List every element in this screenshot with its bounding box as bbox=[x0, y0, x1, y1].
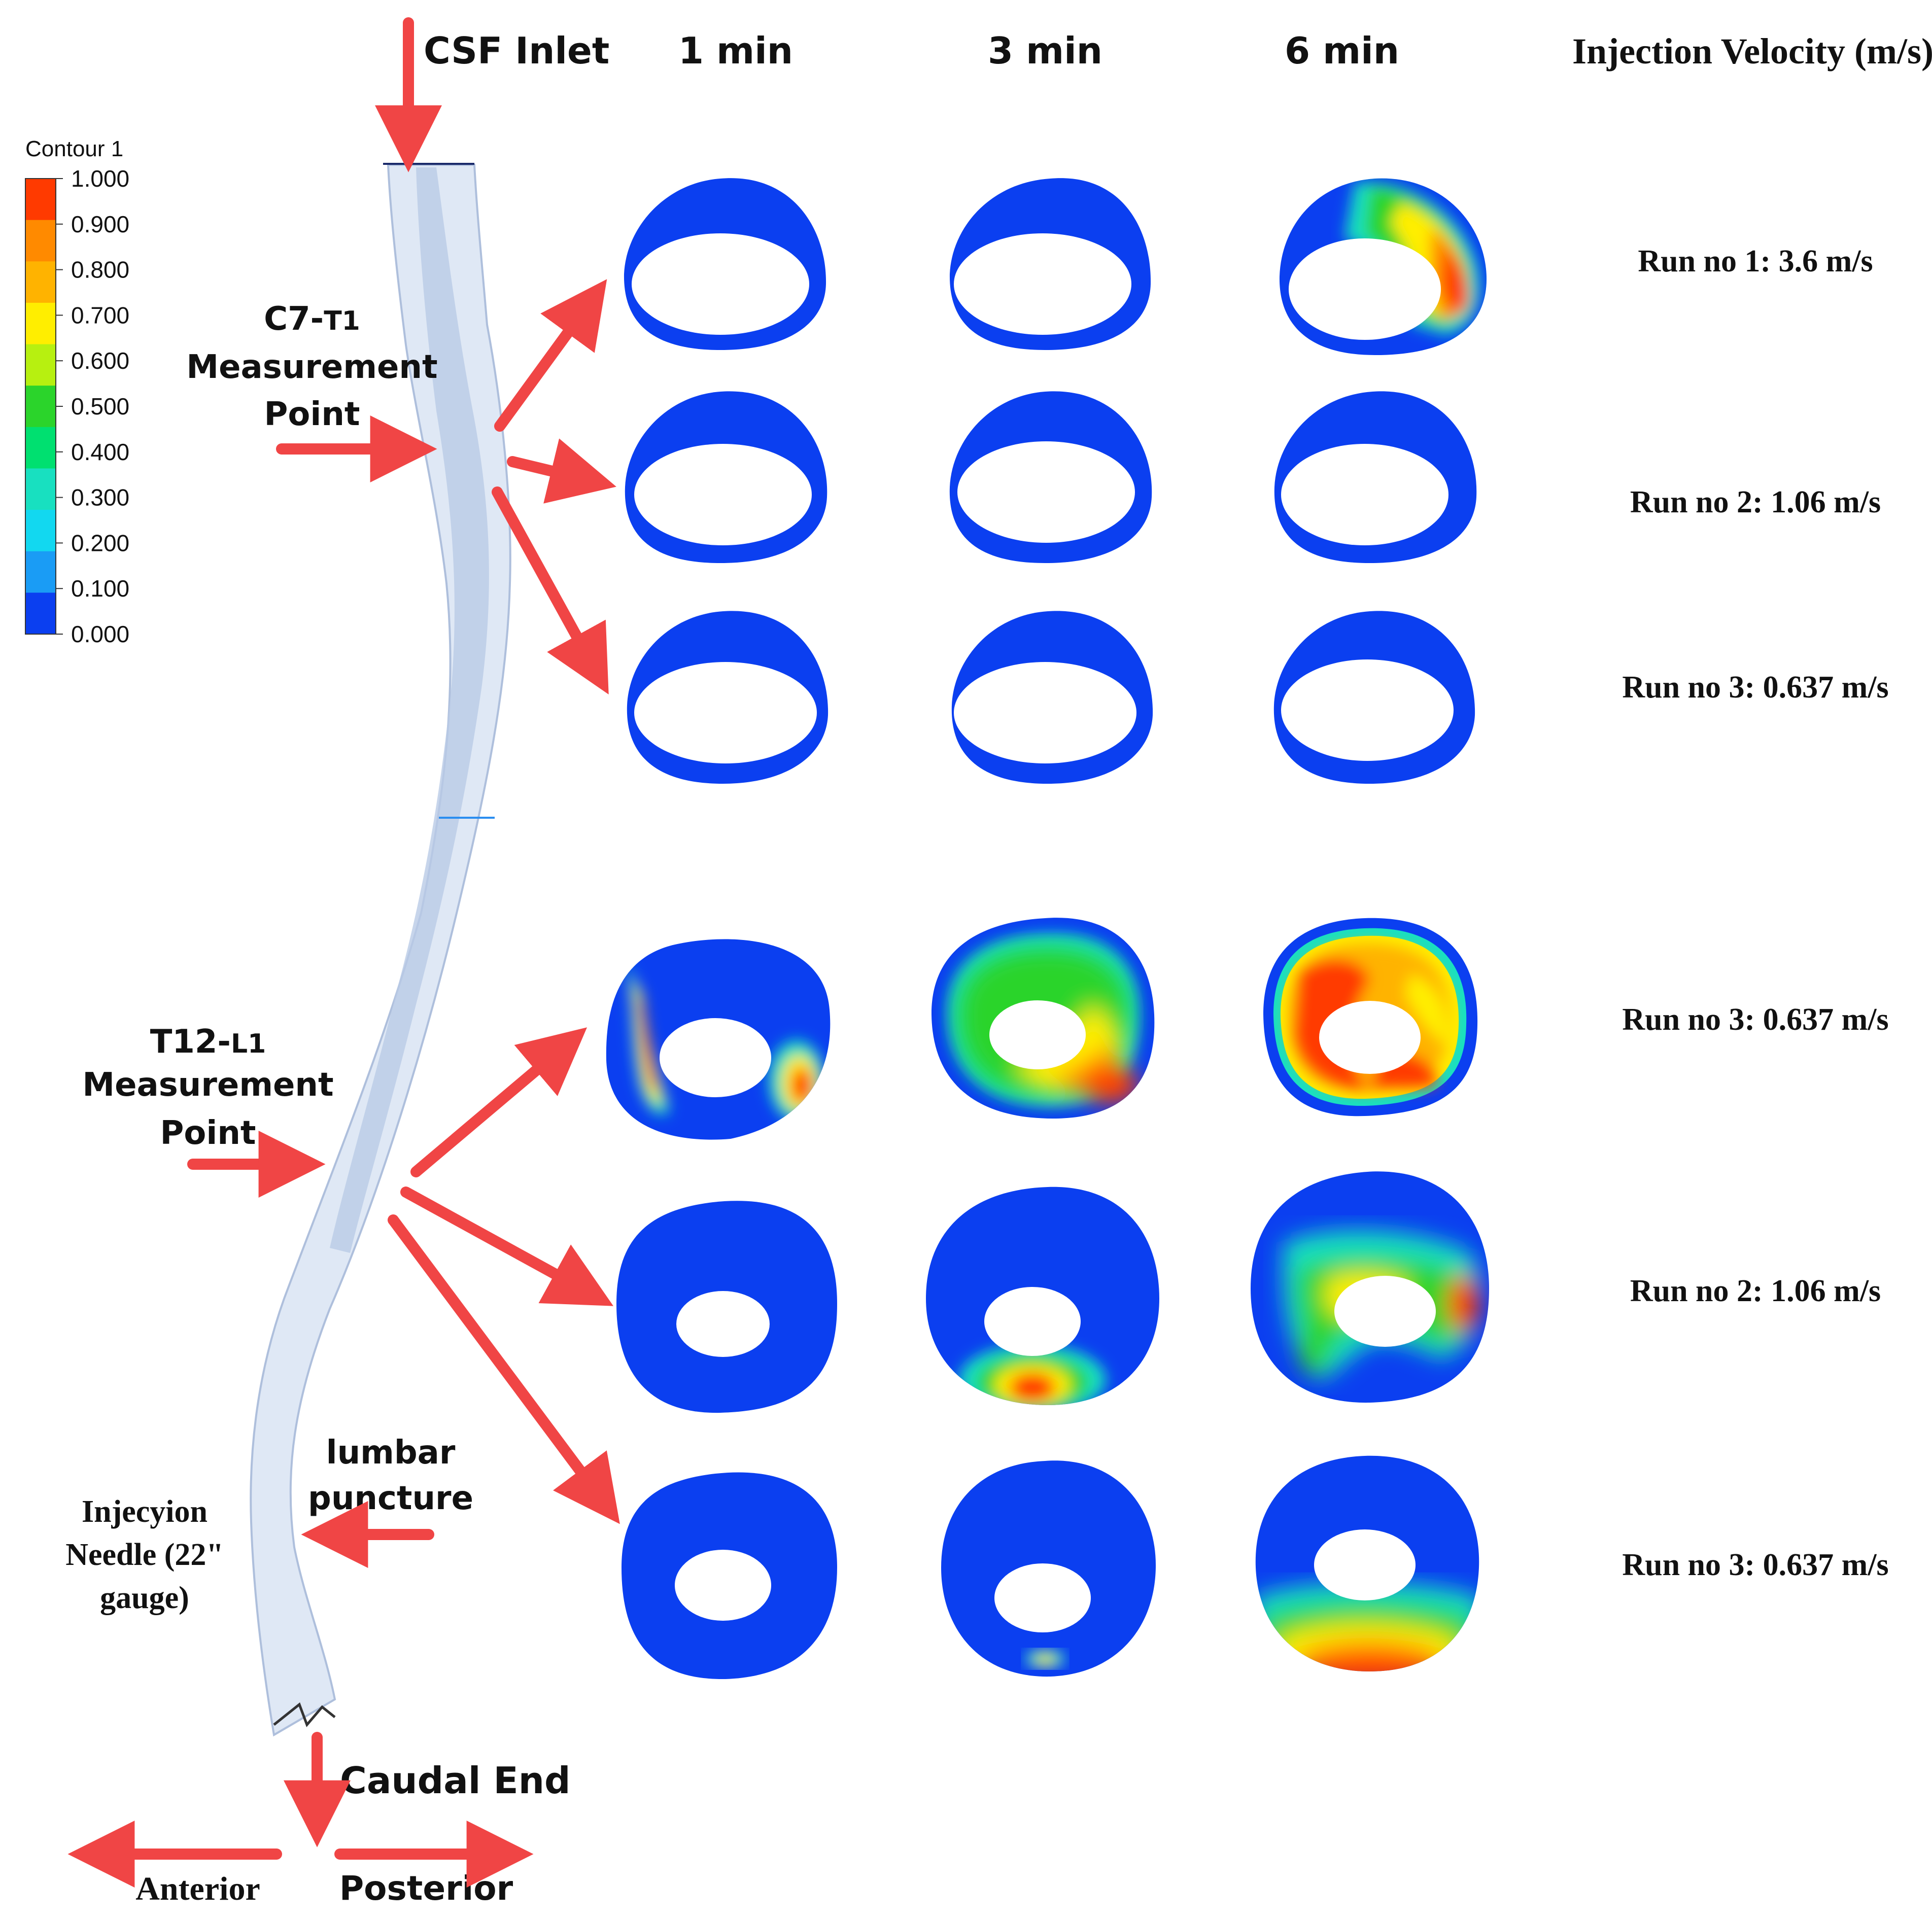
svg-text:T12-L1: T12-L1 bbox=[150, 1023, 266, 1061]
legend-swatch bbox=[25, 551, 56, 594]
time-header-6: 6 min bbox=[1285, 29, 1399, 72]
section-run3-1min bbox=[627, 611, 829, 784]
section-run2-6min bbox=[1274, 391, 1477, 563]
legend-tick-label: 0.700 bbox=[71, 302, 129, 328]
section-run2-1min bbox=[625, 391, 827, 563]
section-run2-t12-1min bbox=[616, 1201, 837, 1413]
lumbar-puncture-label: lumbar puncture bbox=[308, 1434, 473, 1517]
posterior-label: Posterior bbox=[339, 1869, 513, 1908]
section-run3-t12-6min bbox=[1263, 918, 1478, 1117]
section-run1-1min bbox=[624, 178, 826, 350]
legend-swatch bbox=[25, 468, 56, 511]
annotation-arrows bbox=[67, 17, 620, 1888]
legend-swatch bbox=[25, 386, 56, 428]
legend-swatch bbox=[25, 302, 56, 345]
svg-text:Point: Point bbox=[160, 1114, 256, 1152]
svg-text:C7-T1: C7-T1 bbox=[264, 300, 360, 338]
legend-colorbar bbox=[25, 178, 56, 635]
svg-text:lumbar: lumbar bbox=[326, 1434, 456, 1472]
c7-t1-label: C7-T1 Measurement Point bbox=[186, 300, 437, 433]
section-run3-3min bbox=[951, 611, 1153, 784]
section-run3-t12-1min-b bbox=[622, 1472, 837, 1680]
svg-text:Measurement: Measurement bbox=[186, 348, 437, 386]
legend-tick-label: 0.900 bbox=[71, 211, 129, 237]
legend-tick-label: 0.800 bbox=[71, 257, 129, 283]
legend-tick-label: 0.100 bbox=[71, 575, 129, 602]
legend-swatch bbox=[25, 344, 56, 387]
c7-arrow-run1 bbox=[494, 279, 607, 432]
t12-arrow-run3b bbox=[388, 1214, 620, 1524]
run-label-5: Run no 2: 1.06 m/s bbox=[1630, 1274, 1881, 1308]
run-label-1: Run no 1: 3.6 m/s bbox=[1638, 244, 1873, 278]
section-run3-t12-1min bbox=[606, 939, 831, 1140]
section-run3-t12-3min-b bbox=[941, 1460, 1156, 1677]
time-header-3: 3 min bbox=[988, 29, 1102, 72]
legend-tick-label: 0.600 bbox=[71, 347, 129, 374]
t12-l1-label: T12-L1 Measurement Point bbox=[82, 1023, 333, 1152]
needle-label: Injecyion Needle (22" gauge) bbox=[65, 1494, 224, 1615]
legend-tick-label: 1.000 bbox=[71, 165, 129, 192]
anterior-label: Anterior bbox=[135, 1870, 260, 1907]
legend-ticks: 1.000 0.900 0.800 0.700 0.600 0.500 0.400 0.300… bbox=[56, 165, 129, 647]
section-run3-6min bbox=[1273, 611, 1475, 784]
t12-arrow-run3 bbox=[410, 1027, 588, 1177]
velocity-header: Injection Velocity (m/s) bbox=[1572, 31, 1932, 72]
section-run1-6min bbox=[1279, 178, 1487, 355]
svg-text:Measurement: Measurement bbox=[82, 1066, 333, 1104]
c7-arrow-run3 bbox=[492, 486, 609, 694]
legend-swatch bbox=[25, 179, 56, 221]
section-run3-t12-3min bbox=[931, 918, 1155, 1119]
svg-text:Point: Point bbox=[264, 396, 360, 433]
section-run2-t12-3min bbox=[926, 1187, 1159, 1405]
svg-text:Needle (22": Needle (22" bbox=[65, 1538, 224, 1572]
run-label-6: Run no 3: 0.637 m/s bbox=[1622, 1548, 1888, 1582]
section-run2-3min bbox=[949, 391, 1152, 563]
section-run1-3min bbox=[949, 178, 1151, 350]
section-run2-t12-6min bbox=[1251, 1171, 1489, 1403]
legend-swatch bbox=[25, 427, 56, 469]
run-label-3: Run no 3: 0.637 m/s bbox=[1622, 670, 1888, 705]
caudal-end-label: Caudal End bbox=[340, 1759, 571, 1802]
section-run3-t12-6min-b bbox=[1255, 1455, 1479, 1671]
run-label-2: Run no 2: 1.06 m/s bbox=[1630, 485, 1881, 519]
svg-text:gauge): gauge) bbox=[100, 1581, 189, 1615]
svg-text:Injecyion: Injecyion bbox=[82, 1494, 208, 1529]
legend-swatch bbox=[25, 510, 56, 552]
legend-swatch bbox=[25, 592, 56, 635]
run-label-4: Run no 3: 0.637 m/s bbox=[1622, 1002, 1888, 1037]
legend-tick-label: 0.500 bbox=[71, 393, 129, 420]
t12-arrow-run2 bbox=[400, 1187, 613, 1306]
legend-tick-label: 0.300 bbox=[71, 484, 129, 511]
csf-inlet-label: CSF Inlet bbox=[424, 29, 609, 72]
legend-tick-label: 0.200 bbox=[71, 530, 129, 556]
c7-arrow-run2 bbox=[507, 438, 616, 504]
cross-sections-c7-t1 bbox=[624, 178, 1487, 784]
svg-text:puncture: puncture bbox=[308, 1480, 473, 1517]
cross-sections-t12-l1 bbox=[606, 918, 1489, 1680]
legend-swatch bbox=[25, 261, 56, 303]
legend-swatch bbox=[25, 220, 56, 262]
legend-tick-label: 0.000 bbox=[71, 621, 129, 647]
legend-title: Contour 1 bbox=[25, 136, 123, 161]
legend-tick-label: 0.400 bbox=[71, 439, 129, 465]
time-header-1: 1 min bbox=[678, 29, 793, 72]
